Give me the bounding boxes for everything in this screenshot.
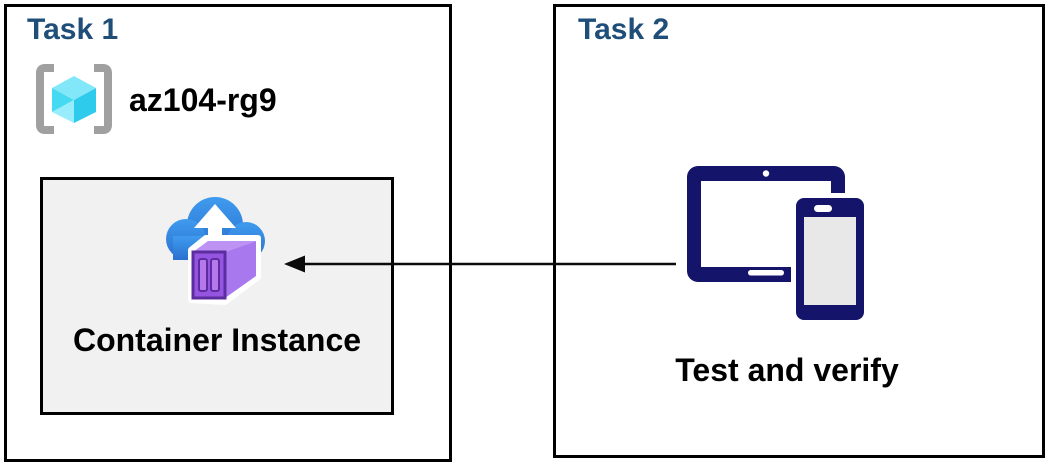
resource-group-icon	[36, 64, 112, 134]
container-instance-label: Container Instance	[72, 322, 362, 358]
task1-title: Task 1	[27, 13, 119, 46]
container-box	[188, 235, 261, 305]
task2-title: Task 2	[578, 13, 670, 46]
arrow-left-connector	[284, 255, 676, 273]
container-instance-icon	[166, 197, 265, 305]
devices-label: Test and verify	[675, 352, 899, 388]
devices-icon	[687, 166, 869, 325]
phone-shape	[791, 193, 869, 325]
resource-group-name: az104-rg9	[129, 82, 277, 118]
